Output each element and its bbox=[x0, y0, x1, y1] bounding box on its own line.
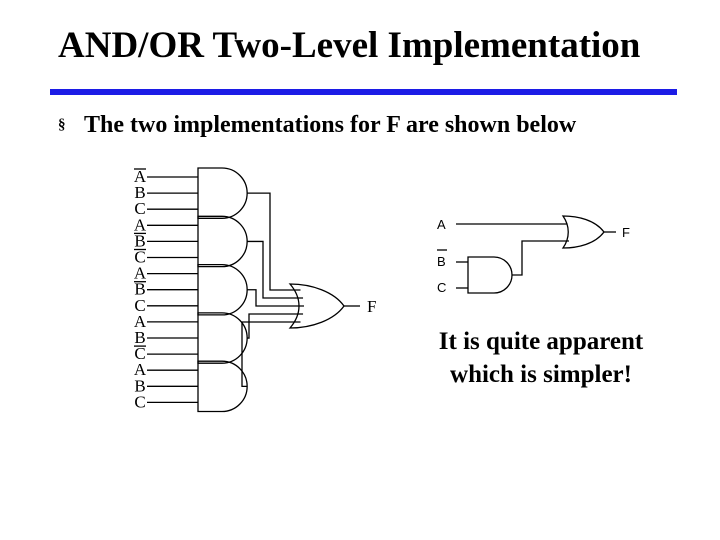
input-label-c: C bbox=[134, 248, 145, 267]
and-gate bbox=[197, 312, 248, 364]
and-output-wire bbox=[247, 313, 304, 339]
input-label-a: A bbox=[134, 167, 147, 186]
and-gate bbox=[197, 215, 248, 268]
input-label-a: A bbox=[134, 264, 147, 283]
input-label-c: C bbox=[134, 199, 145, 218]
and-output-wire bbox=[247, 240, 304, 299]
and-output-wire bbox=[512, 240, 569, 276]
output-label-f: F bbox=[622, 225, 630, 240]
or-gate bbox=[561, 215, 605, 249]
input-label-b: B bbox=[437, 254, 446, 269]
input-label-b: B bbox=[134, 231, 145, 250]
output-label-f: F bbox=[367, 297, 376, 316]
input-label-a: A bbox=[134, 312, 147, 331]
bullet-point: § The two implementations for F are shown… bbox=[58, 112, 576, 139]
and-gate bbox=[197, 167, 248, 219]
input-label-c: C bbox=[134, 344, 145, 363]
and-output-wire bbox=[247, 192, 301, 291]
input-label-b: B bbox=[134, 376, 145, 395]
input-label-a: A bbox=[134, 215, 147, 234]
input-label-b: B bbox=[134, 183, 145, 202]
bullet-text: The two implementations for F are shown … bbox=[84, 112, 577, 138]
and-output-wire bbox=[241, 321, 301, 387]
and-gate bbox=[467, 256, 513, 294]
and-output-wire bbox=[247, 289, 304, 307]
or-gate bbox=[288, 283, 345, 329]
title-divider bbox=[50, 89, 677, 95]
simplified-circuit: A BC F bbox=[437, 215, 630, 295]
input-label-b: B bbox=[134, 328, 145, 347]
bullet-icon: § bbox=[58, 117, 66, 133]
slide-title: AND/OR Two-Level Implementation bbox=[58, 25, 641, 66]
input-label-a: A bbox=[437, 217, 446, 232]
input-label-b: B bbox=[134, 280, 145, 299]
input-label-c: C bbox=[134, 296, 145, 315]
input-label-a: A bbox=[134, 360, 147, 379]
and-gate bbox=[197, 263, 248, 316]
input-label-c: C bbox=[437, 280, 446, 295]
simplicity-callout: It is quite apparent which is simpler! bbox=[438, 328, 644, 388]
and-gate bbox=[197, 360, 248, 413]
input-label-c: C bbox=[134, 392, 145, 411]
